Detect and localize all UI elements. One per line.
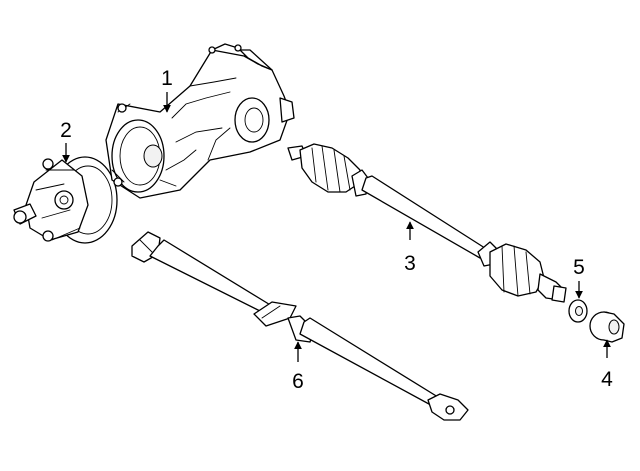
callout-number: 4 (601, 368, 613, 391)
callout-number: 2 (60, 119, 72, 142)
drive-shaft-part[interactable] (131, 231, 469, 421)
coupling-part[interactable] (13, 156, 118, 244)
callout-number: 6 (292, 370, 304, 393)
callout-number: 1 (161, 67, 173, 90)
axle-shaft-part[interactable] (287, 143, 567, 303)
bushing-part[interactable] (589, 311, 625, 343)
callout-3: 3 (404, 221, 416, 275)
callout-2: 2 (60, 119, 72, 163)
callout-4: 4 (601, 339, 613, 391)
washer-part[interactable] (568, 299, 588, 323)
callout-number: 5 (573, 256, 585, 279)
callout-number: 3 (404, 252, 416, 275)
callout-6: 6 (292, 341, 304, 393)
callout-5: 5 (573, 256, 585, 299)
differential-part[interactable] (105, 43, 295, 199)
callout-1: 1 (161, 67, 173, 113)
